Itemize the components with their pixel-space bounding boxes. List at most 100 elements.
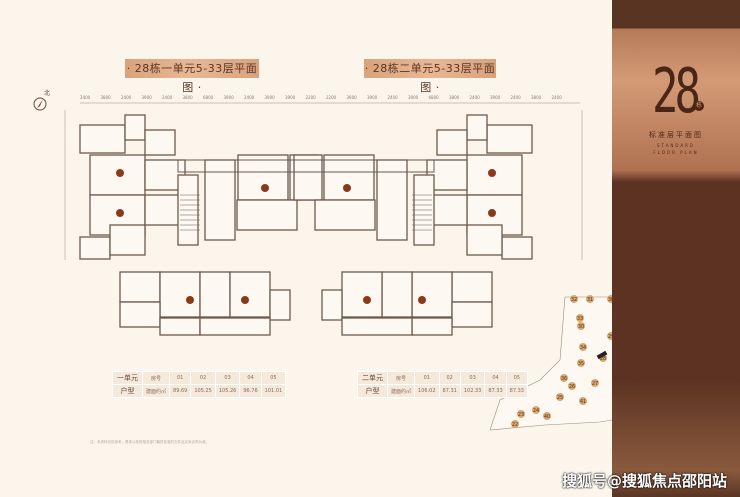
- header-area: 建面约㎡: [141, 384, 171, 398]
- site-building-marker: [511, 420, 519, 428]
- unit-marker: [363, 296, 371, 304]
- room: [411, 271, 453, 318]
- dimension-label: 2400: [551, 95, 562, 100]
- site-building-label: 27: [592, 381, 598, 387]
- room: [199, 271, 231, 318]
- area: 87.33: [484, 384, 507, 398]
- unit-marker: [241, 296, 249, 304]
- unit-marker: [343, 184, 351, 192]
- site-building-label: 24: [533, 408, 539, 414]
- site-building-marker: [577, 322, 585, 330]
- dimension-label: 3900: [346, 95, 357, 100]
- unit1-label-2: 户型: [112, 384, 143, 398]
- unit-marker: [116, 169, 124, 177]
- site-building-label: 35: [578, 361, 584, 367]
- room: [321, 289, 343, 321]
- room: [466, 114, 488, 141]
- dimension-label: 2400: [80, 95, 91, 100]
- unit1-label: 一单元: [112, 371, 143, 385]
- unit-marker: [488, 169, 496, 177]
- room: [119, 271, 161, 303]
- site-building-marker: [579, 343, 587, 351]
- dimension-label: 2200: [305, 95, 316, 100]
- site-building-marker: [579, 397, 587, 405]
- room: [501, 236, 533, 260]
- area: 105.26: [214, 384, 241, 398]
- room: [144, 129, 176, 156]
- dimension-label: 3800: [449, 95, 460, 100]
- room: [229, 271, 271, 318]
- unit1-title: · 28栋一单元5-33层平面图 ·: [125, 59, 259, 94]
- dimension-label: 3900: [367, 95, 378, 100]
- room-no: 03: [459, 371, 486, 385]
- room-no: 05: [260, 371, 287, 385]
- building-badge: 栋: [694, 101, 704, 111]
- room-no: 04: [484, 371, 507, 385]
- room: [199, 317, 271, 336]
- room: [119, 301, 161, 328]
- area: 89.69: [169, 384, 192, 398]
- panel-subtitle-1: STANDARD: [656, 143, 695, 148]
- site-current-building: [596, 350, 608, 360]
- room: [436, 129, 468, 156]
- side-panel: 28 栋 标准层平面图 STANDARD FLOOR PLAN: [612, 0, 740, 497]
- dimension-label: 3900: [285, 95, 296, 100]
- site-building-label: 23: [518, 412, 524, 418]
- site-building-label: 26: [569, 384, 575, 390]
- room: [451, 271, 493, 303]
- room: [109, 224, 146, 256]
- site-building-marker: [607, 332, 612, 340]
- room: [376, 159, 408, 241]
- site-building-label: 33: [577, 316, 583, 322]
- room-no: 03: [214, 371, 241, 385]
- site-building-label: 36: [561, 376, 567, 382]
- room-no: 01: [169, 371, 192, 385]
- footnote: 注：本资料仅供参考，具体以政府相关部门最终批准的文件及买卖合同为准。: [90, 440, 209, 444]
- area: 87.31: [438, 384, 461, 398]
- site-building-label: 41: [580, 399, 586, 405]
- site-building-marker: [591, 379, 599, 387]
- site-building-label: 30: [578, 324, 584, 330]
- room: [79, 236, 111, 260]
- room: [411, 317, 453, 336]
- dimension-label: 2200: [326, 95, 337, 100]
- dimension-label: 3800: [100, 95, 111, 100]
- room: [204, 159, 236, 241]
- header-no: 房号: [386, 371, 416, 385]
- dimension-label: 3900: [141, 95, 152, 100]
- floor-plan: 北323130333029342835362627254123244022: [33, 89, 612, 431]
- area: 87.33: [505, 384, 529, 398]
- site-building-marker: [543, 412, 551, 420]
- dimension-label: 2400: [469, 95, 480, 100]
- unit-marker: [261, 184, 269, 192]
- dimension-label: 3900: [223, 95, 234, 100]
- site-building-label: 34: [580, 345, 586, 351]
- area: 106.02: [414, 384, 440, 398]
- unit2-title: · 28栋二单元5-33层平面图 ·: [364, 59, 496, 94]
- site-building-label: 22: [512, 422, 518, 428]
- building-number: 28: [652, 56, 701, 128]
- room: [341, 317, 413, 336]
- site-building-marker: [576, 314, 584, 322]
- site-building-marker: [568, 382, 576, 390]
- area: 102.33: [459, 384, 486, 398]
- room: [293, 154, 323, 201]
- dimension-label: 3800: [182, 95, 193, 100]
- site-building-label: 40: [544, 414, 550, 420]
- area: 105.25: [190, 384, 216, 398]
- site-building-marker: [532, 406, 540, 414]
- compass-icon: [33, 97, 47, 111]
- room-no: 02: [438, 371, 461, 385]
- dimension-label: 2400: [244, 95, 255, 100]
- room: [236, 199, 298, 231]
- compass-needle: [37, 99, 43, 108]
- dimension-label: 3800: [531, 95, 542, 100]
- dimension-label: 2400: [510, 95, 521, 100]
- dimension-label: 2400: [162, 95, 173, 100]
- site-building-label: 29: [608, 334, 612, 340]
- dimension-label: 2400: [387, 95, 398, 100]
- dimension-label: 2400: [121, 95, 132, 100]
- watermark: 搜狐号@搜狐焦点邵阳站: [562, 472, 728, 490]
- dimension-label: 6800: [428, 95, 439, 100]
